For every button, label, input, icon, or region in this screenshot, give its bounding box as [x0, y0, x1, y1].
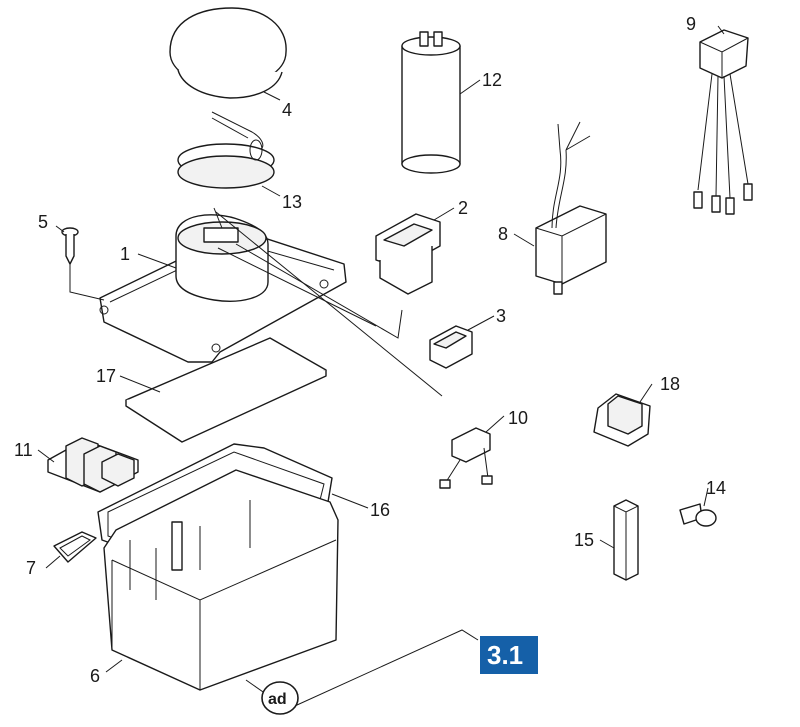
callout-18: 18 [660, 374, 680, 394]
part-5-screw[interactable] [61, 227, 105, 301]
callout-9: 9 [686, 14, 696, 34]
part-4-cover-cap[interactable] [169, 7, 287, 99]
section-badge: 3.1 [480, 636, 538, 674]
ad-marker: ad [261, 681, 299, 715]
ad-marker-text: ad [268, 691, 287, 708]
part-17-insulation-pad[interactable] [125, 337, 327, 443]
part-1-top-housing[interactable] [99, 214, 347, 363]
callout-8: 8 [498, 224, 508, 244]
callout-17: 17 [96, 366, 116, 386]
part-9-relay[interactable] [693, 29, 753, 215]
part-7-seal[interactable] [53, 531, 97, 563]
part-10-suppressor[interactable] [439, 427, 493, 489]
callout-labels: 4 13 12 9 2 8 3 10 18 14 15 1 5 17 11 16… [14, 14, 726, 686]
callout-3: 3 [496, 306, 506, 326]
callout-16: 16 [370, 500, 390, 520]
part-14-screw[interactable] [679, 503, 717, 527]
callout-10: 10 [508, 408, 528, 428]
callout-2: 2 [458, 198, 468, 218]
callout-7: 7 [26, 558, 36, 578]
callout-14: 14 [706, 478, 726, 498]
part-15-spacer[interactable] [613, 499, 639, 581]
callout-4: 4 [282, 100, 292, 120]
part-12-capacitor[interactable] [401, 31, 461, 174]
callout-1: 1 [120, 244, 130, 264]
leader-lines [37, 25, 725, 711]
part-3-small-switch[interactable] [429, 325, 473, 369]
part-11-terminal-block[interactable] [47, 437, 139, 493]
callout-12: 12 [482, 70, 502, 90]
part-18-bracket[interactable] [593, 393, 651, 447]
part-6-base-box[interactable] [103, 469, 339, 691]
section-badge-text: 3.1 [487, 640, 523, 670]
callout-15: 15 [574, 530, 594, 550]
part-8-microswitch[interactable] [535, 121, 607, 295]
part-13-clamp-band[interactable] [177, 111, 275, 189]
callout-5: 5 [38, 212, 48, 232]
callout-13: 13 [282, 192, 302, 212]
part-2-rocker-switch[interactable] [375, 213, 441, 295]
callout-11: 11 [14, 440, 33, 460]
callout-6: 6 [90, 666, 100, 686]
